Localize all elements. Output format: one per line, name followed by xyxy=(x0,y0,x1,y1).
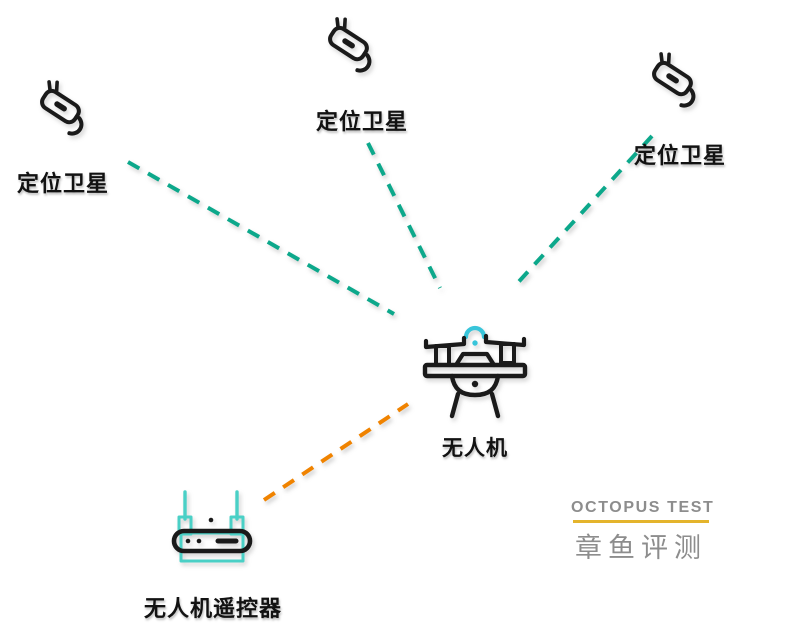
watermark-title: OCTOPUS TEST xyxy=(571,499,715,516)
satellite-icon xyxy=(40,80,84,136)
wifi-signal-icon xyxy=(463,325,487,346)
link-remote-drone xyxy=(262,402,410,502)
satellite2-label: 定位卫星 xyxy=(315,109,409,134)
watermark: OCTOPUS TEST 章鱼评测 xyxy=(571,499,715,565)
drone-label: 无人机 xyxy=(442,437,508,460)
watermark-subtitle: 章鱼评测 xyxy=(575,533,707,563)
drone-icon xyxy=(422,325,528,419)
watermark-underline xyxy=(573,520,709,523)
satellite1-label: 定位卫星 xyxy=(16,171,110,196)
link-satellite3-drone xyxy=(511,134,654,290)
remote-controller-icon xyxy=(171,490,253,563)
link-satellite2-drone xyxy=(366,142,442,289)
remote-label: 无人机遥控器 xyxy=(143,596,283,621)
satellite-icon xyxy=(652,52,696,108)
link-satellite1-drone xyxy=(127,160,395,316)
satellite-icon xyxy=(328,17,372,73)
satellite3-label: 定位卫星 xyxy=(633,143,727,168)
